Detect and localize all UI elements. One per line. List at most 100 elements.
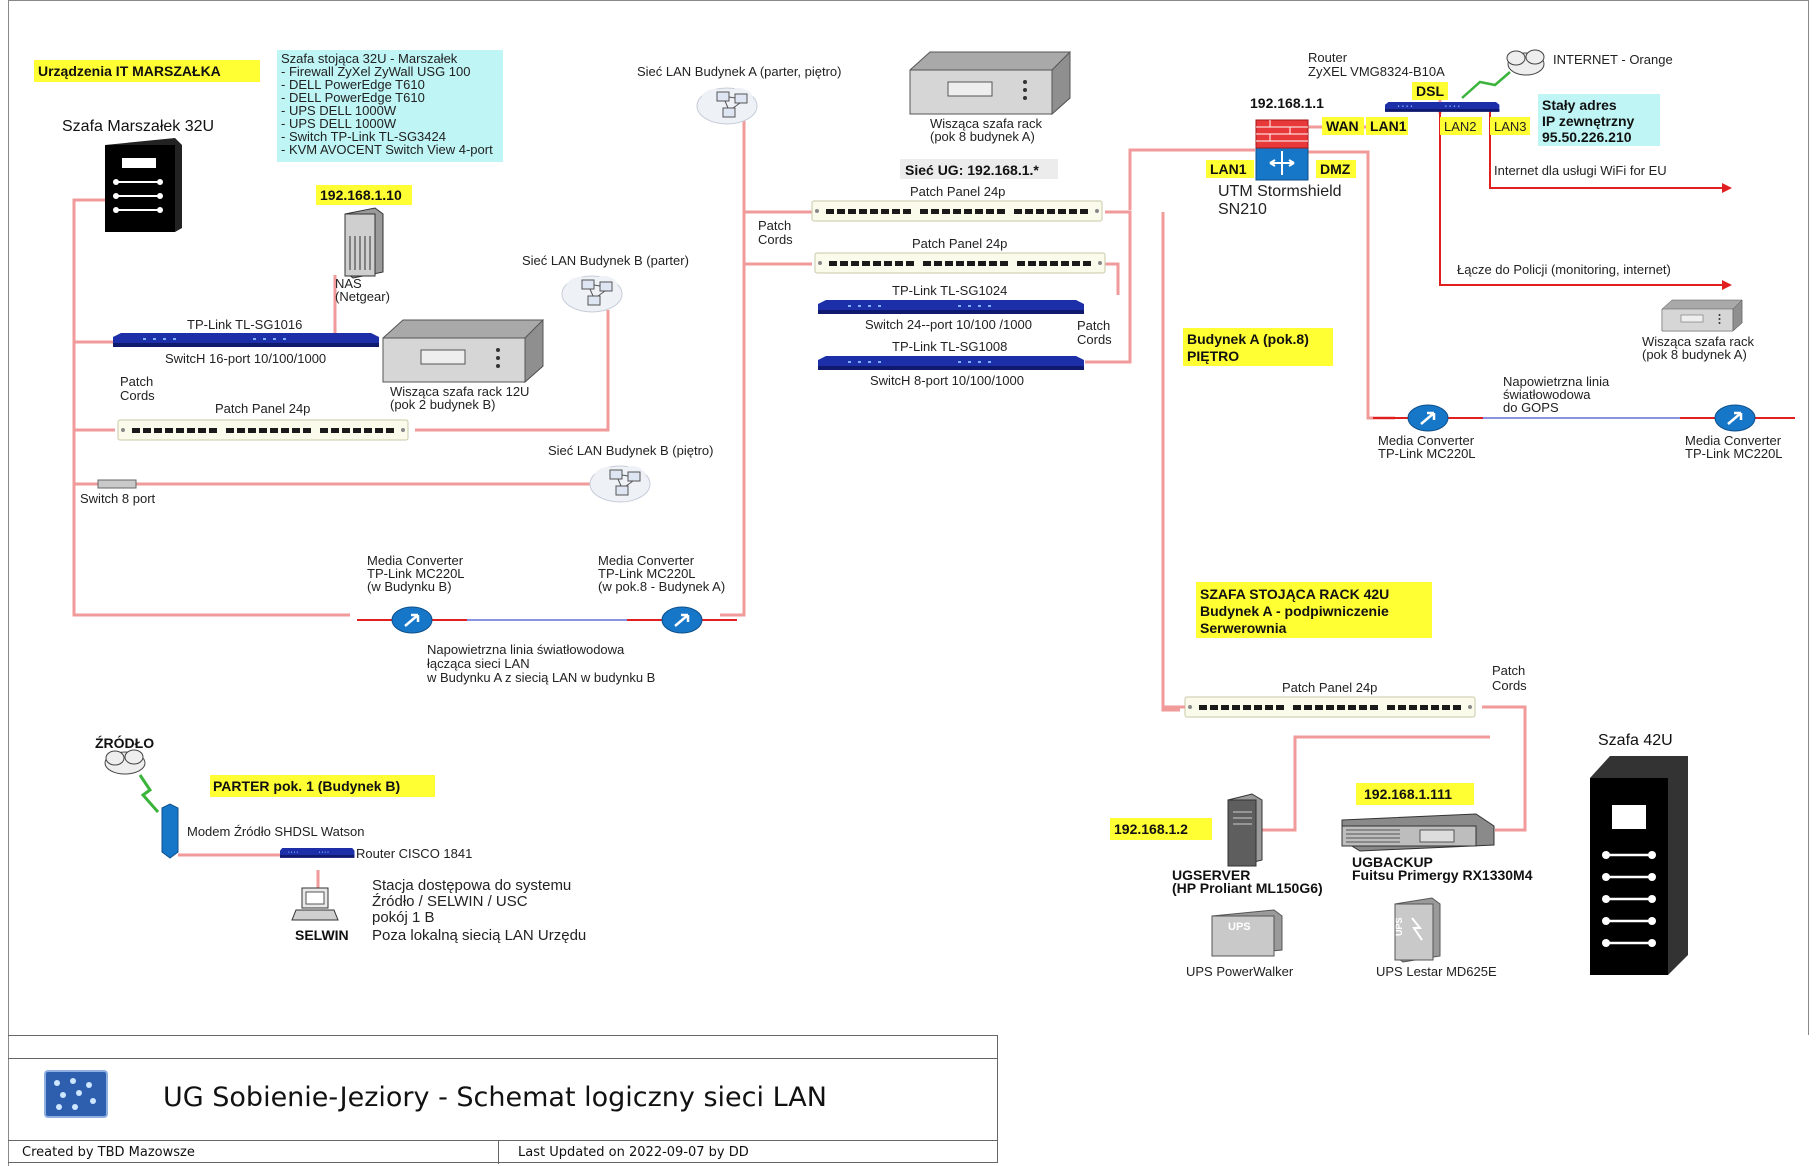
station-line: Źródło / SELWIN / USC xyxy=(372,893,528,910)
budynek-a-line: PIĘTRO xyxy=(1187,348,1239,364)
patch-panel-serverroom-label: Patch Panel 24p xyxy=(1282,680,1377,695)
lanb-parter-cloud-icon xyxy=(561,275,623,313)
gw-ip: 192.168.1.1 xyxy=(1250,95,1324,111)
lan1-router-bg xyxy=(1366,117,1408,135)
cisco-label: Router CISCO 1841 xyxy=(356,846,472,861)
modem-label: Modem Źródło SHDSL Watson xyxy=(187,824,365,839)
mc-gops-right-icon xyxy=(1678,403,1792,433)
mc-b-model: TP-Link MC220L xyxy=(367,566,465,581)
ugbackup-ip: 192.168.1.111 xyxy=(1364,786,1452,802)
mc-a-media-converter-icon xyxy=(625,605,739,635)
lana-label: Sieć LAN Budynek A (parter, piętro) xyxy=(637,64,842,79)
ugserver-label: UGSERVER xyxy=(1172,867,1250,883)
mc-b-media-converter-icon xyxy=(355,605,469,635)
patch-cords-label-left: Patch xyxy=(120,374,153,389)
workstation-icon xyxy=(291,887,339,921)
mc-gops-right-label: Media Converter xyxy=(1685,433,1782,448)
lan3-label: LAN3 xyxy=(1494,119,1527,134)
zyxel-router-icon xyxy=(1385,102,1500,112)
siec-ug-bg xyxy=(900,159,1058,179)
serverroom-line: Budynek A - podpiwniczenie xyxy=(1200,603,1389,619)
nas-ip: 192.168.1.10 xyxy=(320,187,402,203)
fiber-note-line: łącząca sieci LAN xyxy=(427,656,530,671)
ups-powerwalker-label: UPS PowerWalker xyxy=(1186,964,1294,979)
dmz-label: DMZ xyxy=(1320,161,1351,177)
rack-a8-right-icon xyxy=(1661,299,1743,332)
fiber-note-line: Napowietrzna linia światłowodowa xyxy=(427,642,625,657)
sg1024-sub: Switch 24--port 10/100 /1000 xyxy=(865,317,1032,332)
mc-gops-left-model: TP-Link MC220L xyxy=(1378,446,1476,461)
sg1008-sub: SwitcH 8-port 10/100/1000 xyxy=(870,373,1024,388)
static-ip-bg xyxy=(1538,94,1660,146)
dsl-bg xyxy=(1412,82,1448,100)
title-block-bottom-row: Created by TBD Mazowsze Last Updated on … xyxy=(8,1140,998,1164)
patch-panel-left-label: Patch Panel 24p xyxy=(215,401,310,416)
mc-gops-right-model: TP-Link MC220L xyxy=(1685,446,1783,461)
lan2-label: LAN2 xyxy=(1444,119,1477,134)
lan1-router-label: LAN1 xyxy=(1370,118,1407,134)
ups-powerwalker-icon xyxy=(1211,909,1283,957)
cisco-router-icon xyxy=(280,848,355,858)
mc-a-label: Media Converter xyxy=(598,553,695,568)
lanb-pietro-cloud-icon xyxy=(589,465,651,503)
cabinet-list-line: - UPS DELL 1000W xyxy=(281,103,397,118)
dsl-link-icon xyxy=(138,774,160,813)
static-ip-line: 95.50.226.210 xyxy=(1542,129,1632,145)
firewall-icon xyxy=(1255,119,1309,181)
lana-cloud-icon xyxy=(696,87,758,125)
server-cabinet-32u-icon xyxy=(105,138,182,232)
cabinet-list-line: - Firewall ZyXel ZyWall USG 100 xyxy=(281,64,471,79)
cabinet-list-line: Szafa stojąca 32U - Marszałek xyxy=(281,51,458,66)
rack-a8-right-location: (pok 8 budynek A) xyxy=(1642,347,1747,362)
sg1008-title: TP-Link TL-SG1008 xyxy=(892,339,1007,354)
patch-cords-serverroom: Patch xyxy=(1492,663,1525,678)
rack-a8-location: (pok 8 budynek A) xyxy=(930,129,1035,144)
sg1008-switch-icon xyxy=(818,356,1084,370)
switch8-icon xyxy=(97,479,137,489)
rack-a8-icon xyxy=(909,51,1071,115)
nas-ip-bg xyxy=(316,185,412,205)
cabinet-list-line: - Switch TP-Link TL-SG3424 xyxy=(281,129,446,144)
parter-bg xyxy=(210,775,435,797)
serverroom-line: SZAFA STOJĄCA RACK 42U xyxy=(1200,586,1389,602)
mc-a-model: TP-Link MC220L xyxy=(598,566,696,581)
szafa32-label: Szafa Marszałek 32U xyxy=(62,118,214,135)
mc-gops-left-icon xyxy=(1371,403,1485,433)
lan2-bg xyxy=(1440,117,1482,135)
dsl-wireless-icon xyxy=(1461,71,1511,99)
cabinet-list-line: - DELL PowerEdge T610 xyxy=(281,77,425,92)
mc-a-location: (w pok.8 - Budynek A) xyxy=(598,579,725,594)
rack-a8-label: Wisząca szafa rack xyxy=(930,116,1042,131)
ugserver-tower-icon xyxy=(1227,793,1263,867)
zrodlo-label: ŹRÓDŁO xyxy=(95,734,154,751)
sg1016-sub: SwitcH 16-port 10/100/1000 xyxy=(165,351,326,366)
frame-right xyxy=(1808,0,1809,1035)
selwin-label: SELWIN xyxy=(295,927,349,943)
title-block-top-row xyxy=(8,1036,998,1059)
ups-lestar-label: UPS Lestar MD625E xyxy=(1376,964,1497,979)
ups-powerwalker-icon-text: UPS xyxy=(1228,921,1251,933)
ugbackup-ip-bg xyxy=(1356,783,1474,805)
internet-cloud-icon xyxy=(1506,49,1545,76)
created-by: Created by TBD Mazowsze xyxy=(22,1145,195,1160)
router-model: ZyXEL VMG8324-B10A xyxy=(1308,64,1445,79)
utm-model: SN210 xyxy=(1218,201,1267,218)
cabinet-list-line: - DELL PowerEdge T610 xyxy=(281,90,425,105)
gops-note-line: Napowietrzna linia xyxy=(1503,374,1610,389)
rack12-icon xyxy=(382,319,544,383)
mc-b-location: (w Budynku B) xyxy=(367,579,452,594)
title-block: UG Sobienie-Jeziory - Schemat logiczny s… xyxy=(8,1035,998,1164)
rack-a8-right-label: Wisząca szafa rack xyxy=(1642,334,1754,349)
network-logo-icon xyxy=(44,1070,108,1118)
ugbackup-model: Fuitsu Primergy RX1330M4 xyxy=(1352,867,1533,883)
dmz-bg xyxy=(1316,160,1356,178)
ups-lestar-icon xyxy=(1394,897,1441,963)
patch-cords-center-2: Cords xyxy=(758,232,793,247)
static-ip-line: Stały adres xyxy=(1542,97,1617,113)
lanb-pietro-label: Sieć LAN Budynek B (piętro) xyxy=(548,443,713,458)
ugbackup-rackserver-icon xyxy=(1341,813,1495,852)
patch-panel-center1-label: Patch Panel 24p xyxy=(910,184,1005,199)
budynek-a-line: Budynek A (pok.8) xyxy=(1187,331,1309,347)
frame-left xyxy=(8,0,9,1166)
